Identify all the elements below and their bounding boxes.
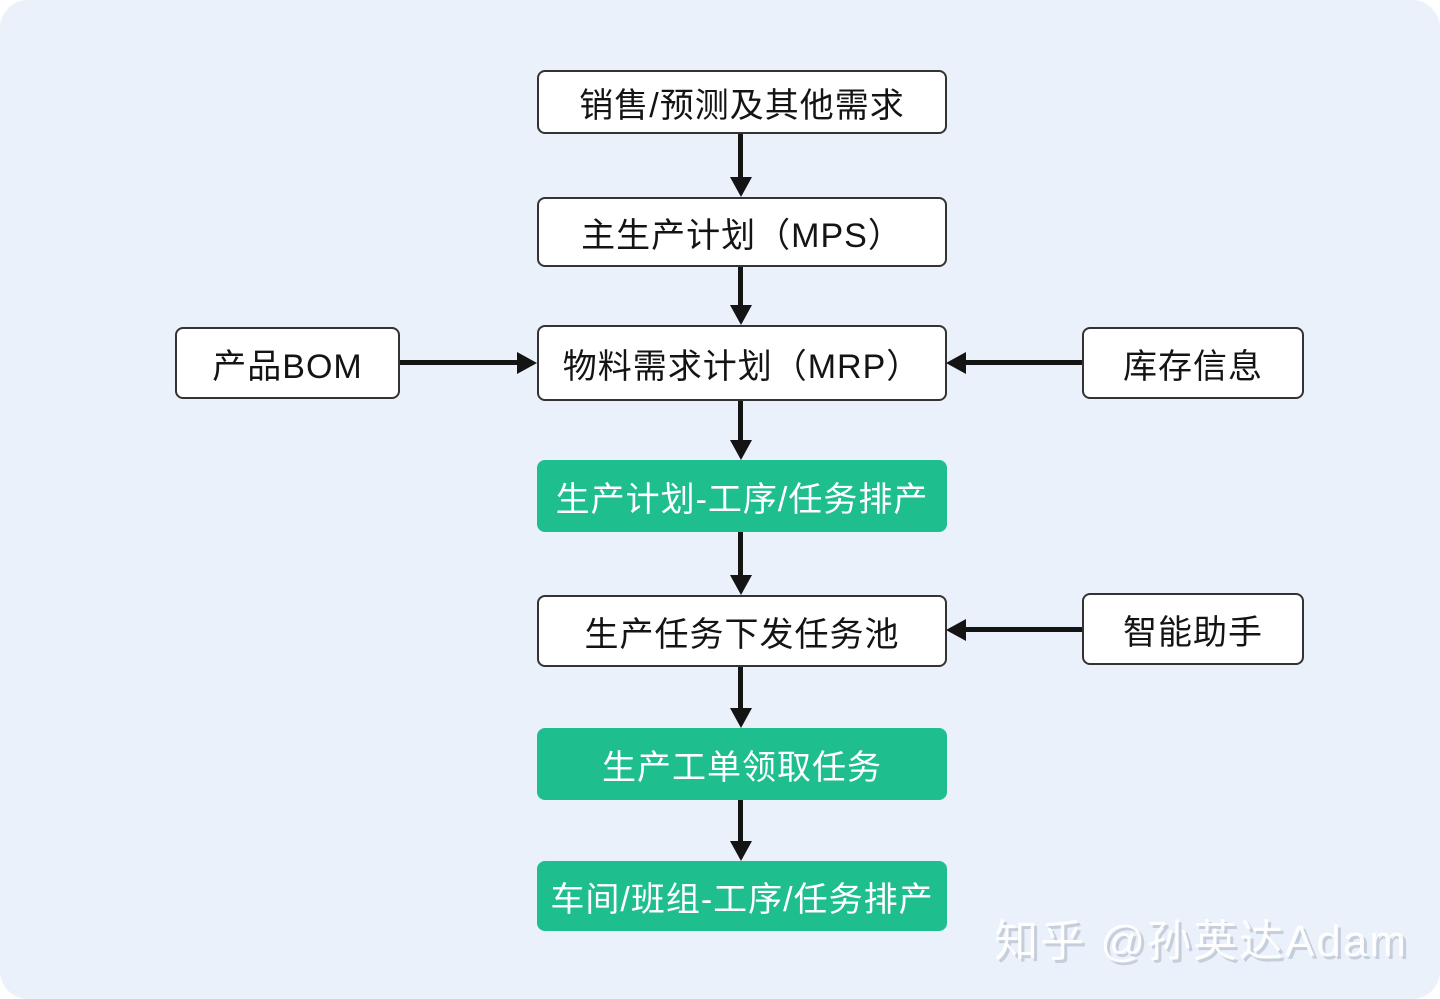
node-label: 智能助手	[1123, 613, 1263, 652]
arrow-line	[738, 800, 743, 845]
arrow-line	[738, 134, 743, 181]
node-inventory-info: 库存信息	[1082, 327, 1304, 399]
node-label: 主生产计划（MPS）	[581, 216, 903, 255]
arrow-line	[962, 360, 1082, 365]
node-label: 物料需求计划（MRP）	[562, 347, 922, 386]
arrowhead-right-icon	[517, 352, 537, 374]
arrow-line	[400, 360, 521, 365]
node-workshop-team-scheduling: 车间/班组-工序/任务排产	[537, 861, 947, 931]
arrow-mrp-to-plan-scheduling	[728, 401, 754, 460]
node-label: 生产计划-工序/任务排产	[555, 480, 929, 519]
arrowhead-down-icon	[730, 177, 752, 197]
node-smart-assistant: 智能助手	[1082, 593, 1304, 665]
arrow-demand-to-mps	[728, 134, 754, 197]
arrow-line	[738, 267, 743, 309]
arrowhead-down-icon	[730, 841, 752, 861]
arrow-line	[738, 667, 743, 712]
node-work-order-claim-task: 生产工单领取任务	[537, 728, 947, 800]
node-label: 车间/班组-工序/任务排产	[550, 880, 934, 919]
arrow-line	[738, 532, 743, 579]
arrow-task-pool-to-work-order	[728, 667, 754, 728]
node-label: 生产工单领取任务	[602, 748, 882, 787]
zhihu-watermark: 知乎 @孙英达Adam	[994, 917, 1408, 966]
node-product-bom: 产品BOM	[175, 327, 400, 399]
arrow-bom-to-mrp	[400, 350, 537, 376]
arrow-mps-to-mrp	[728, 267, 754, 325]
arrowhead-down-icon	[730, 440, 752, 460]
node-label: 销售/预测及其他需求	[579, 86, 905, 125]
arrow-plan-scheduling-to-task-pool	[728, 532, 754, 595]
node-material-requirements-planning: 物料需求计划（MRP）	[537, 325, 947, 401]
node-task-pool: 生产任务下发任务池	[537, 595, 947, 667]
node-master-production-schedule: 主生产计划（MPS）	[537, 197, 947, 267]
arrowhead-left-icon	[946, 352, 966, 374]
arrow-line	[738, 401, 743, 444]
node-production-plan-scheduling: 生产计划-工序/任务排产	[537, 460, 947, 532]
node-label: 库存信息	[1123, 347, 1263, 386]
arrowhead-down-icon	[730, 575, 752, 595]
arrow-assistant-to-task-pool	[946, 617, 1082, 643]
node-label: 生产任务下发任务池	[584, 615, 900, 654]
arrow-inventory-to-mrp	[946, 350, 1082, 376]
node-label: 产品BOM	[212, 347, 363, 386]
arrowhead-left-icon	[946, 619, 966, 641]
arrowhead-down-icon	[730, 708, 752, 728]
node-sales-forecast-demand: 销售/预测及其他需求	[537, 70, 947, 134]
arrow-line	[962, 627, 1082, 632]
arrow-work-order-to-workshop-scheduling	[728, 800, 754, 861]
arrowhead-down-icon	[730, 305, 752, 325]
